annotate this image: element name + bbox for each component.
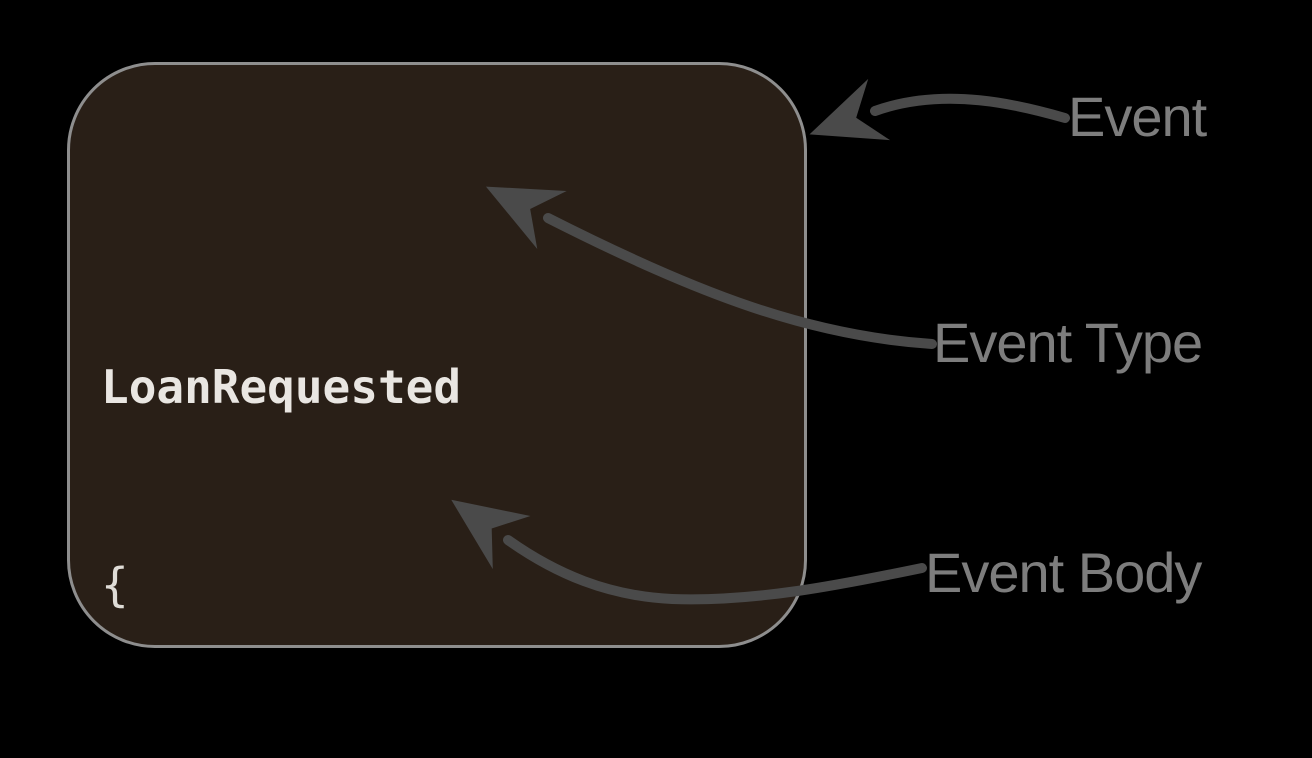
event-type-code-line: LoanRequested [101,360,462,414]
annotation-label-event-type: Event Type [933,311,1203,374]
code-line: { [101,558,129,612]
annotation-label-event-body: Event Body [925,541,1202,604]
event-code-block: LoanRequested { id: 123, amount: 100, bo… [101,156,738,758]
event-arrow [809,78,1070,141]
annotation-label-event: Event [1068,85,1207,148]
code-line: id: 123, [101,750,738,758]
event-card: LoanRequested { id: 123, amount: 100, bo… [67,62,807,758]
